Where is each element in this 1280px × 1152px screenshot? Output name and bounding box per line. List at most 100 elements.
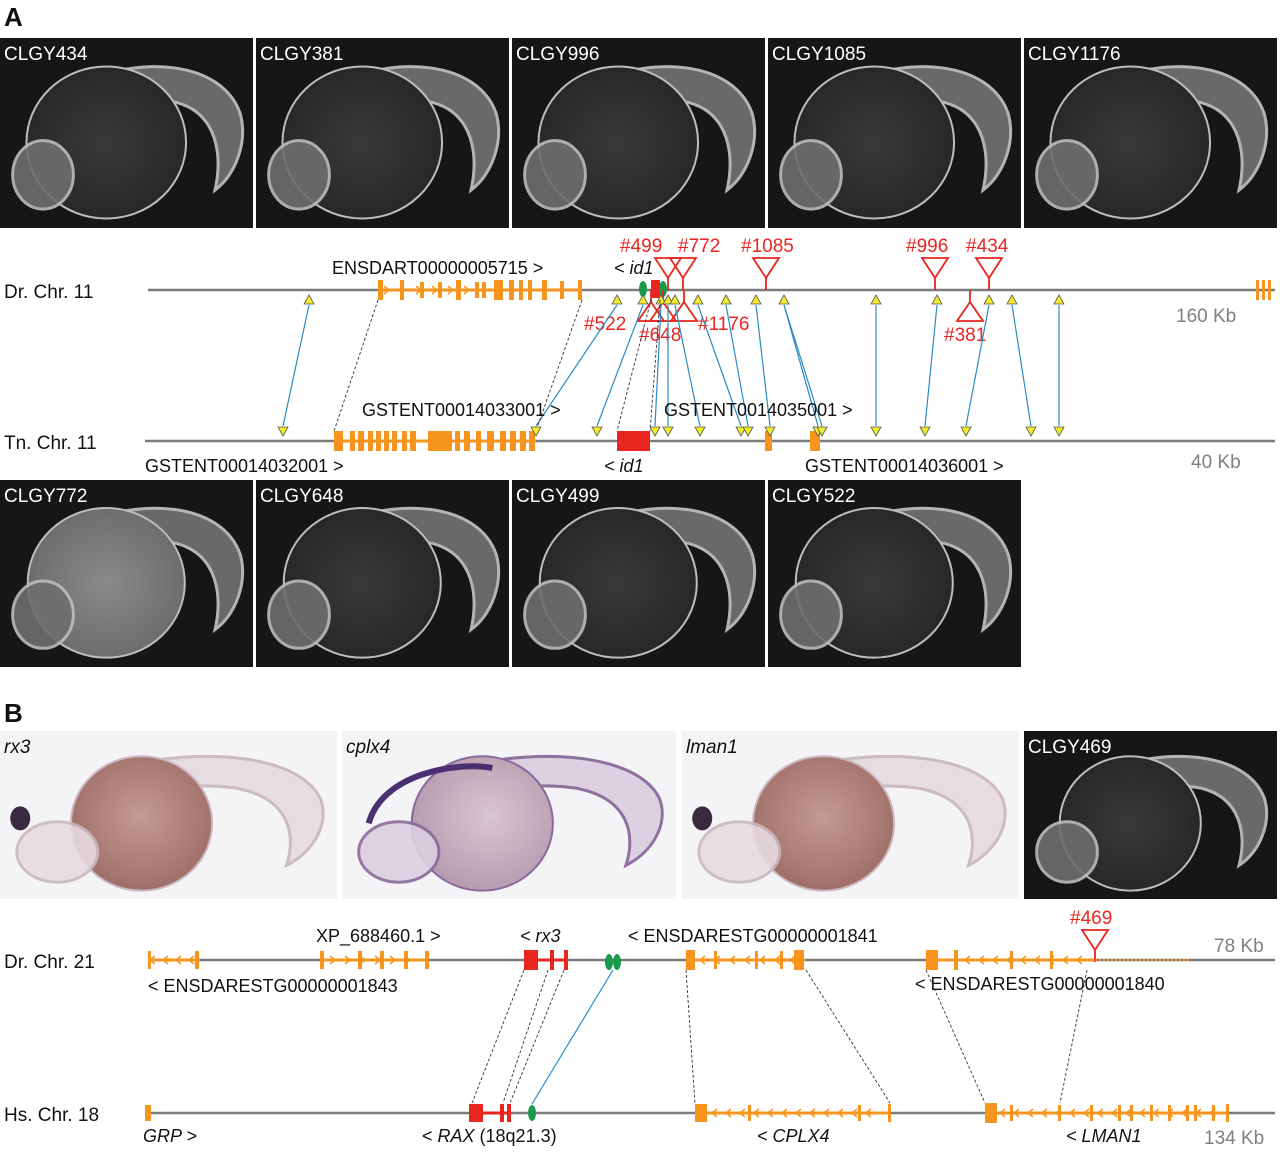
insertion-772-label: #772 xyxy=(678,236,720,257)
insertion-381: #381 xyxy=(944,290,986,346)
dr-marker-0 xyxy=(303,294,315,305)
hs-lman1-chevron xyxy=(1110,1108,1118,1118)
dr-ensdart-exon-4 xyxy=(456,280,461,300)
ortholog-link-a-3 xyxy=(654,304,662,427)
tn-32001-exon-17 xyxy=(529,431,535,451)
tn-32001-exon-9 xyxy=(428,431,452,451)
dr-ensdart-exon-5 xyxy=(475,282,479,298)
dr21-1843-chevron xyxy=(174,955,182,965)
hs-cplx4-exon-3 xyxy=(888,1104,891,1122)
tn-32001-exon-3 xyxy=(368,431,373,451)
dr-chr21-label: Dr. Chr. 21 xyxy=(4,952,95,973)
tn-32001-exon-2 xyxy=(358,431,364,451)
hs-grp-exon-0 xyxy=(145,1105,151,1121)
tn-32001-exon-8 xyxy=(410,431,416,451)
dashed-link-a-3 xyxy=(649,299,661,432)
dr-right-exon-2 xyxy=(1268,280,1271,300)
dr21-1841-chevron xyxy=(698,955,706,965)
tn-marker-7 xyxy=(742,426,754,437)
tn-32001-exon-11 xyxy=(464,431,470,451)
embryo-rx3-label: rx3 xyxy=(4,737,31,758)
embryo-clgy772: CLGY772 xyxy=(0,480,253,667)
tn-32001-exon-15 xyxy=(510,431,516,451)
gene-gstent0014035001: GSTENT0014035001 > xyxy=(664,400,853,420)
dr21-1841-chevron xyxy=(773,955,781,965)
dr-ensdart-exon-2 xyxy=(420,282,424,298)
ortholog-link-a-5 xyxy=(674,304,701,427)
dr21-1841-chevron xyxy=(788,955,796,965)
hs-lman1-chevron xyxy=(1012,1108,1020,1118)
dr21-xp-chevron xyxy=(389,955,397,965)
id1-exon-tn xyxy=(617,431,650,451)
hs-cplx4-chevron xyxy=(780,1108,788,1118)
hs-lman1-exon-0 xyxy=(985,1103,997,1123)
dr-ensdart-exon-13 xyxy=(578,280,582,300)
dr-marker-1 xyxy=(611,294,623,305)
tn-32001-exon-10 xyxy=(455,431,460,451)
dr-ensdart-chevron xyxy=(431,285,439,295)
tn-marker-10 xyxy=(816,426,828,437)
insertion-469-label: #469 xyxy=(1070,908,1112,929)
hs-rax-exon-0 xyxy=(469,1104,483,1122)
hs-lman1-chevron xyxy=(1026,1108,1034,1118)
dr21-1840-exon-1 xyxy=(954,950,958,970)
rax-locus: (18q21.3) xyxy=(475,1126,557,1146)
hs-cplx4-exon-0 xyxy=(695,1104,707,1122)
tn-marker-2 xyxy=(591,426,603,437)
dr21-1841-exon-3 xyxy=(780,951,783,969)
insertion-772: #772 xyxy=(668,236,720,290)
dr21-xp-exon-3 xyxy=(404,951,408,969)
tn-32001-exon-5 xyxy=(384,431,389,451)
dr-right-exon-0 xyxy=(1256,280,1259,300)
tn-marker-5 xyxy=(694,426,706,437)
embryo-clgy522-label: CLGY522 xyxy=(772,486,855,507)
gene-ensdarestg1841: < ENSDARESTG00000001841 xyxy=(628,926,878,946)
dr-ensdart-chevron xyxy=(447,285,455,295)
rax-prefix: < xyxy=(422,1126,438,1146)
embryo-clgy381: CLGY381 xyxy=(256,38,509,228)
tn-marker-0 xyxy=(277,426,289,437)
embryo-clgy648: CLGY648 xyxy=(256,480,509,667)
dr21-rx3-exon-0 xyxy=(524,950,538,970)
dr-right-exon-1 xyxy=(1262,280,1265,300)
dr-ensdart-exon-11 xyxy=(542,280,547,300)
dr-yellow-markers xyxy=(303,294,1065,305)
dr21-1841-exon-2 xyxy=(755,951,758,969)
embryo-clgy434-label: CLGY434 xyxy=(4,44,88,65)
cne-hs18 xyxy=(528,1105,536,1121)
ortholog-link-a-12 xyxy=(924,304,938,427)
dashed-link-b-3 xyxy=(685,969,696,1104)
hs-lman1-chevron xyxy=(1040,1108,1048,1118)
hs-cplx4-chevron xyxy=(864,1108,872,1118)
tn-chr11-scale: 40 Kb xyxy=(1191,452,1241,473)
hs-lman1-chevron xyxy=(1096,1108,1104,1118)
id1-exon-dr xyxy=(651,280,660,298)
hs-lman1-exon-5 xyxy=(1130,1105,1133,1121)
dr-marker-4 xyxy=(662,294,674,305)
dr21-xp-exon-1 xyxy=(358,951,362,969)
tn-32001-exon-7 xyxy=(402,431,407,451)
ortholog-link-a-14 xyxy=(1011,304,1032,427)
dr-marker-9 xyxy=(778,294,790,305)
dr-ensdart-exon-3 xyxy=(438,282,442,298)
gene-grp: GRP > xyxy=(143,1126,197,1146)
dr-chr21-exons xyxy=(148,950,1095,970)
hs-chr18-exons xyxy=(145,1103,1229,1123)
embryo-clgy1176: CLGY1176 xyxy=(1024,38,1277,228)
embryo-clgy996-label: CLGY996 xyxy=(516,44,599,65)
hs-cplx4-chevron xyxy=(808,1108,816,1118)
dr21-1841-exon-0 xyxy=(686,950,695,970)
insertion-648-label: #648 xyxy=(639,325,681,346)
tn-32001-exon-14 xyxy=(500,431,506,451)
dr21-1840-chevron xyxy=(1033,955,1041,965)
gene-cplx4-hs: < CPLX4 xyxy=(757,1126,830,1146)
dr-chr11-label: Dr. Chr. 11 xyxy=(4,282,93,303)
tn-marker-1 xyxy=(530,426,542,437)
hs-cplx4-chevron xyxy=(738,1108,746,1118)
dr21-1841-chevron xyxy=(743,955,751,965)
embryo-clgy381-label: CLGY381 xyxy=(260,44,343,65)
tn-marker-6 xyxy=(735,426,747,437)
hs-cplx4-exon-1 xyxy=(748,1105,751,1121)
panel-a-label: A xyxy=(4,2,23,32)
embryo-clgy499: CLGY499 xyxy=(512,480,765,667)
